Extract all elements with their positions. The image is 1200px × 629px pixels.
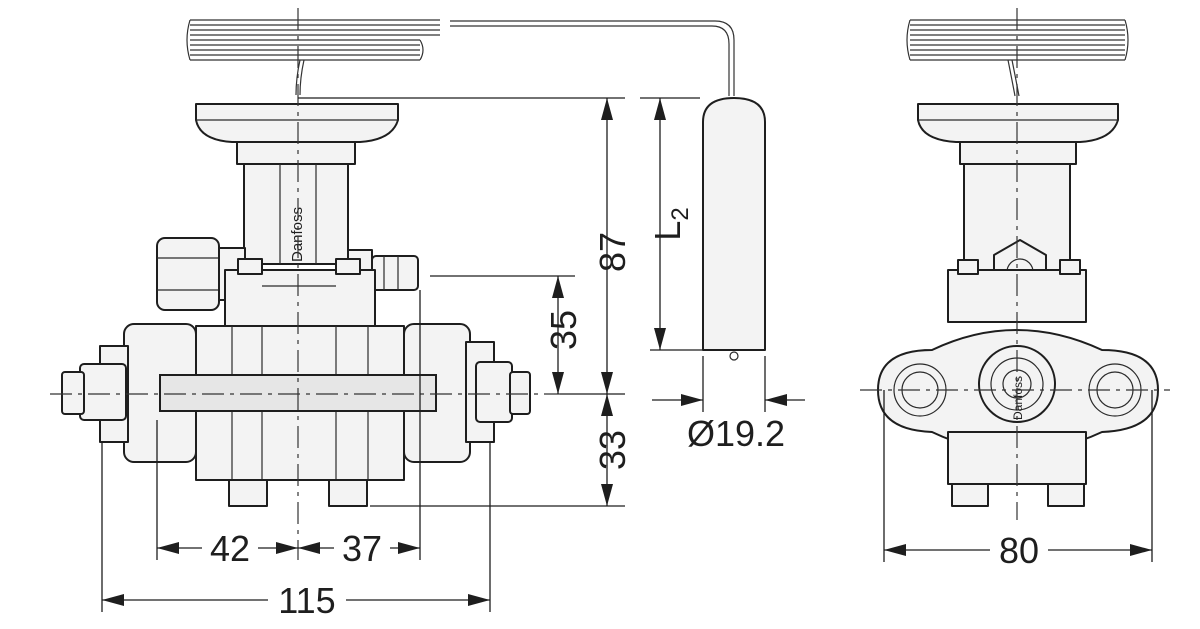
dim-label-33: 33	[592, 430, 633, 470]
oval-flange-front	[877, 329, 1159, 453]
bottom-feet	[228, 479, 368, 507]
dim-label-l2-main: L	[647, 221, 688, 241]
dimension-labels: 87 L2 35 33 Ø19.2 42 37 115 80	[210, 207, 1039, 621]
dim-label-l2-sub: 2	[667, 207, 694, 220]
brand-label-side: Danfoss	[289, 207, 306, 262]
upper-flange	[224, 258, 376, 327]
diaphragm-head-front	[917, 103, 1119, 165]
dim-label-42: 42	[210, 528, 250, 569]
dimension-lines	[101, 97, 1153, 612]
dim-label-diameter: Ø19.2	[687, 413, 785, 454]
sensing-bulb	[702, 97, 766, 361]
diaphragm-head	[195, 103, 399, 165]
dim-label-37: 37	[342, 528, 382, 569]
dim-label-80: 80	[999, 530, 1039, 571]
dim-label-35: 35	[543, 310, 584, 350]
dim-label-115: 115	[278, 580, 335, 621]
valve-neck	[243, 163, 349, 265]
front-view: Danfoss	[860, 8, 1170, 520]
dim-label-l2: L2	[647, 207, 694, 240]
dim-label-87: 87	[592, 232, 633, 272]
left-flange	[61, 323, 197, 463]
capillary-coil	[186, 19, 440, 96]
brand-label-front: Danfoss	[1011, 376, 1025, 420]
capillary-tube	[450, 20, 735, 96]
